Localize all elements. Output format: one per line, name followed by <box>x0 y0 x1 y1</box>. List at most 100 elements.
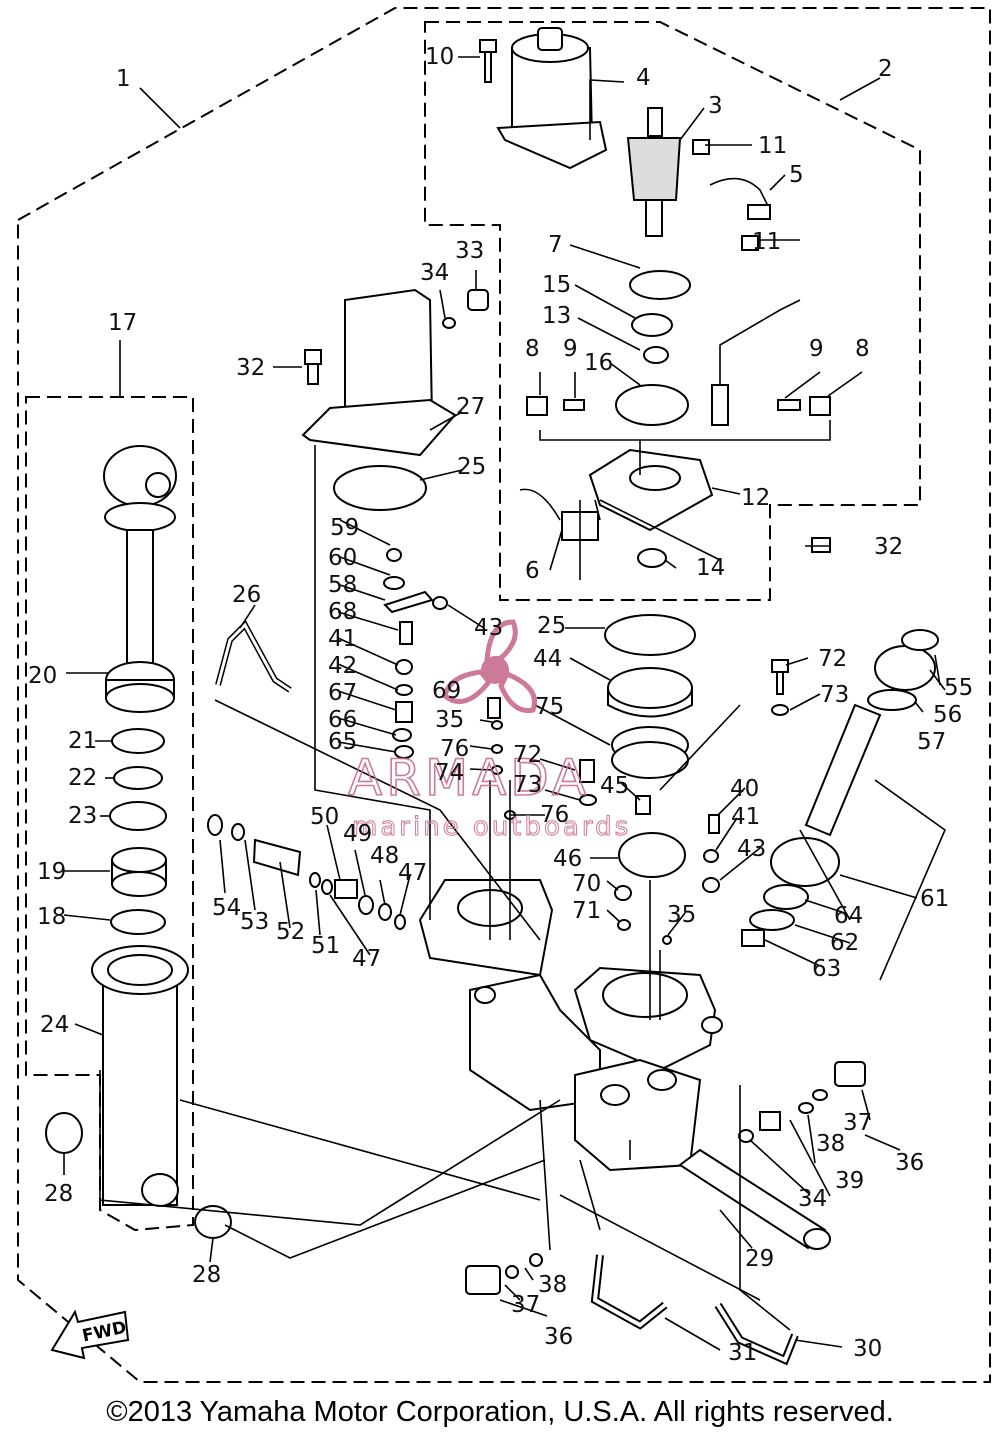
callout-23: 23 <box>68 803 97 829</box>
callout-55: 55 <box>944 675 973 701</box>
callout-53: 53 <box>240 909 269 935</box>
callout-44: 44 <box>533 646 562 672</box>
o-ring-38-left-part <box>529 1253 543 1267</box>
callout-42: 42 <box>328 653 357 679</box>
callout-60: 60 <box>328 545 357 571</box>
watermark-tagline: marine outboards <box>352 812 631 842</box>
callout-4: 4 <box>636 65 651 91</box>
brush-8-left-part <box>526 396 548 416</box>
callout-47-lower: 47 <box>352 946 381 972</box>
piston-61-part <box>770 837 840 887</box>
callout-12: 12 <box>741 485 770 511</box>
callout-66: 66 <box>328 707 357 733</box>
o-ring-34-lower-part <box>738 1129 754 1143</box>
ring-42-part <box>395 684 413 696</box>
callout-5: 5 <box>789 162 804 188</box>
fwd-arrow-icon: FWD <box>50 1309 130 1360</box>
callout-76: 76 <box>440 736 469 762</box>
callout-14: 14 <box>696 555 725 581</box>
callout-18: 18 <box>37 904 66 930</box>
callout-70: 70 <box>572 871 601 897</box>
brush-wire-part <box>709 177 771 211</box>
callout-17: 17 <box>108 310 137 336</box>
callout-68: 68 <box>328 599 357 625</box>
callout-74: 74 <box>435 760 464 786</box>
valve-39-part <box>759 1111 781 1131</box>
screw-59-part <box>386 548 402 562</box>
callout-6: 6 <box>525 558 540 584</box>
oil-seal-15-part <box>631 313 673 337</box>
plug-36-left-part <box>465 1265 501 1295</box>
valve-67-part <box>395 701 413 723</box>
callout-22: 22 <box>68 765 97 791</box>
callout-72-center: 72 <box>513 742 542 768</box>
screw-63-part <box>741 929 765 947</box>
callout-13: 13 <box>542 303 571 329</box>
o-ring-25-upper-part <box>333 465 427 511</box>
callout-21: 21 <box>68 728 97 754</box>
screw-43-part <box>432 596 448 610</box>
leader-lines <box>63 56 946 1351</box>
o-ring-37-left-part <box>505 1265 519 1279</box>
o-ring-38-right-part <box>798 1102 814 1114</box>
callout-43: 43 <box>474 615 503 641</box>
callout-54: 54 <box>212 895 241 921</box>
o-ring-53-part <box>231 823 245 841</box>
callout-28: 28 <box>44 1181 73 1207</box>
callout-36-left: 36 <box>544 1324 573 1350</box>
callout-62: 62 <box>830 930 859 956</box>
callout-35: 35 <box>435 707 464 733</box>
cylinder-24-part <box>91 945 189 1207</box>
callout-28-right: 28 <box>192 1262 221 1288</box>
callout-26: 26 <box>232 582 261 608</box>
reservoir-27-part <box>301 288 457 457</box>
callout-58: 58 <box>328 572 357 598</box>
callout-57: 57 <box>917 729 946 755</box>
callout-1: 1 <box>116 66 131 92</box>
seal-55-part <box>901 629 939 651</box>
callout-37: 37 <box>843 1110 872 1136</box>
o-ring-47-right-part <box>394 914 406 930</box>
callout-51: 51 <box>311 933 340 959</box>
callout-76-lower: 76 <box>540 802 569 828</box>
filter-70-part <box>614 885 632 901</box>
ball-35-part <box>491 720 503 730</box>
callout-61: 61 <box>920 886 949 912</box>
o-ring-47-left-part <box>321 879 333 895</box>
cable-part <box>719 299 801 390</box>
callout-3: 3 <box>708 93 723 119</box>
spring-50-part <box>334 879 358 899</box>
callout-45: 45 <box>600 773 629 799</box>
callout-65: 65 <box>328 729 357 755</box>
bolt-32-right-part <box>811 537 831 553</box>
callout-27: 27 <box>456 394 485 420</box>
piston-rod-61-part <box>804 703 882 837</box>
brush-part <box>747 204 771 220</box>
callout-34: 34 <box>420 260 449 286</box>
callout-31: 31 <box>728 1340 757 1366</box>
callout-8: 8 <box>525 336 540 362</box>
o-ring-57-part <box>867 689 917 711</box>
callout-64: 64 <box>834 903 863 929</box>
callout-32: 32 <box>236 355 265 381</box>
tube-26-part <box>215 620 292 693</box>
callout-50: 50 <box>310 804 339 830</box>
callout-73-center: 73 <box>513 772 542 798</box>
armature-part <box>626 107 682 237</box>
callout-19: 19 <box>37 859 66 885</box>
switch-wire <box>519 488 561 521</box>
washer-73-right-part <box>771 704 789 716</box>
bolt-72-right-part <box>771 659 789 673</box>
callout-25: 25 <box>457 454 486 480</box>
o-ring-16-part <box>615 384 689 426</box>
bolt-32-left-shank <box>307 363 319 385</box>
callout-67: 67 <box>328 680 357 706</box>
callout-35-lower: 35 <box>667 902 696 928</box>
callout-11-lower: 11 <box>752 229 781 255</box>
callout-56: 56 <box>933 702 962 728</box>
o-ring-62-part <box>749 909 795 931</box>
callout-49: 49 <box>343 821 372 847</box>
ball-41-part <box>395 659 413 675</box>
callout-8-right: 8 <box>855 336 870 362</box>
